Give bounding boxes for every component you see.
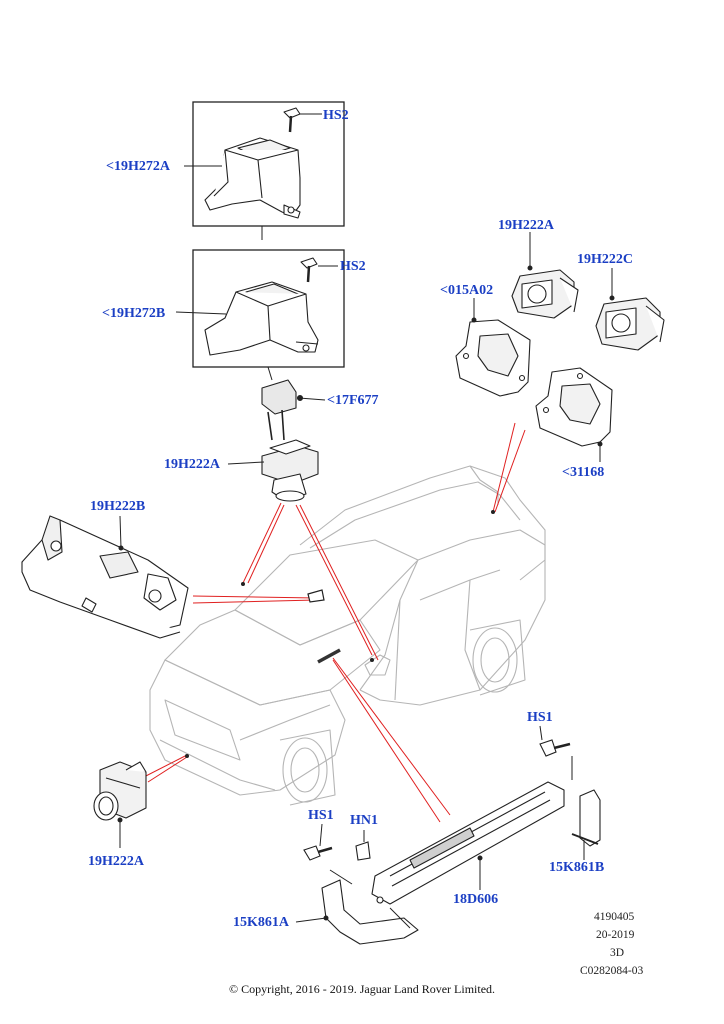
callout-015a02[interactable]: <015A02: [440, 283, 494, 298]
callout-15k861b[interactable]: 15K861B: [549, 860, 605, 875]
bracket-leaders: [471, 298, 603, 462]
callout-17f677[interactable]: <17F677: [327, 393, 379, 408]
leader-dots: [185, 510, 495, 758]
vehicle-outline: [149, 465, 546, 806]
bracket-15k861b-drawing: [571, 789, 601, 847]
callout-18d606[interactable]: 18D606: [453, 892, 499, 907]
callout-hs1-right[interactable]: HS1: [527, 710, 553, 725]
callout-19h222a-top[interactable]: 19H222A: [498, 218, 554, 233]
camera-19h222a-bottom-leader: [117, 817, 123, 848]
fasteners-bottom: [303, 739, 571, 861]
ref-code: C0282084-03: [580, 965, 644, 977]
right-camera-leaders: [527, 232, 615, 301]
callout-19h222b[interactable]: 19H222B: [90, 499, 146, 514]
box-leaders-b: [175, 265, 338, 381]
callout-31168[interactable]: <31168: [562, 465, 605, 480]
bracket-19h272b-drawing: [204, 257, 319, 356]
bracket-31168-drawing: [535, 367, 613, 447]
camera-center-leaders: [227, 397, 326, 465]
callout-19h272b[interactable]: <19H272B: [102, 306, 166, 321]
callout-19h222c[interactable]: 19H222C: [577, 252, 633, 267]
camera-19h222a-bottom-drawing: [93, 761, 147, 821]
callout-19h272a[interactable]: <19H272A: [106, 159, 170, 174]
bottom-leaders: [295, 725, 585, 929]
callout-15k861a[interactable]: 15K861A: [233, 915, 289, 930]
camera-19h222a-top-drawing: [511, 269, 579, 319]
module-19h222b-drawing: [21, 515, 189, 639]
callout-hs2-top[interactable]: HS2: [323, 108, 349, 123]
bracket-19h272a-drawing: [204, 107, 301, 219]
bracket-015a02-drawing: [455, 319, 531, 397]
box-leaders-a: [184, 113, 322, 263]
camera-center-drawing: [261, 379, 319, 502]
callout-19h222a-bottom[interactable]: 19H222A: [88, 854, 144, 869]
module-19h222b-leader: [118, 515, 124, 551]
trim-18d606-drawing: [371, 781, 565, 905]
bracket-15k861a-drawing: [321, 879, 419, 945]
ref-view: 3D: [610, 947, 625, 959]
camera-19h222c-drawing: [595, 297, 665, 351]
callout-hs2-mid[interactable]: HS2: [340, 259, 366, 274]
callout-hn1[interactable]: HN1: [350, 813, 378, 828]
ref-date: 20-2019: [596, 929, 635, 941]
ref-number: 4190405: [594, 911, 635, 923]
copyright-notice: © Copyright, 2016 - 2019. Jaguar Land Ro…: [228, 982, 496, 996]
callout-19h222a-center[interactable]: 19H222A: [164, 457, 220, 472]
vehicle-small-parts: [307, 589, 341, 664]
callout-hs1-bottom[interactable]: HS1: [308, 808, 334, 823]
